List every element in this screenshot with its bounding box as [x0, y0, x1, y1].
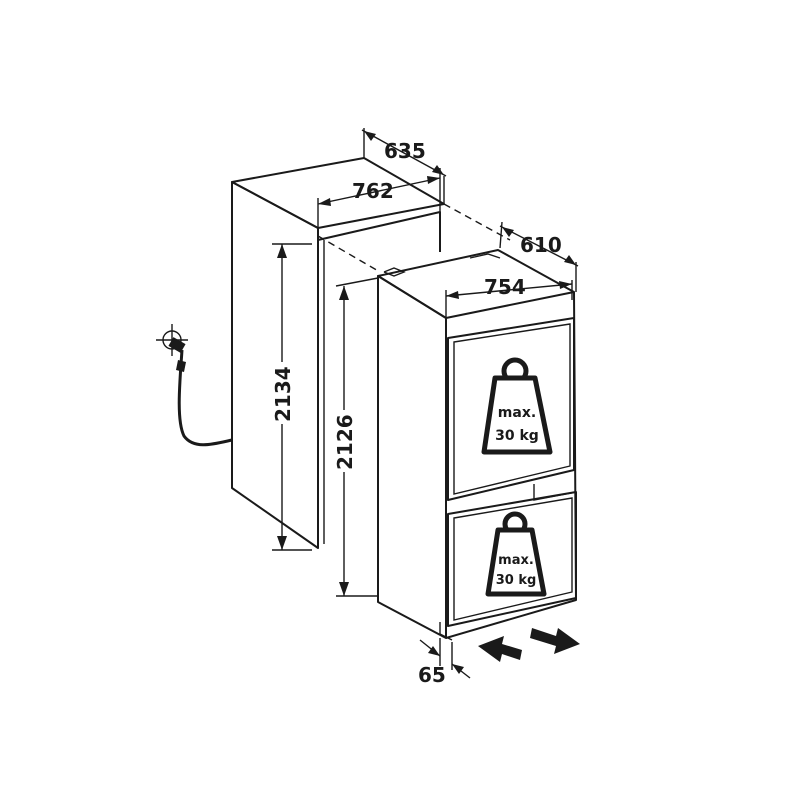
dim-label-754: 754: [484, 275, 526, 299]
upper-door-inner: [453, 323, 571, 495]
dim-label-2126: 2126: [333, 414, 357, 470]
dim-niche-width: 762: [317, 168, 441, 228]
niche-dash-1: [443, 203, 511, 241]
dim-niche-depth: 635: [361, 128, 447, 204]
lower-door-inner: [453, 497, 573, 621]
dim-appliance-depth: 610: [499, 221, 579, 292]
dim-appliance-width: 754: [445, 275, 573, 318]
dim-label-2134: 2134: [271, 366, 295, 422]
dim-label-762: 762: [352, 179, 394, 203]
water-tap-icon: [156, 324, 233, 447]
upper-weight-load: 30 kg: [495, 428, 539, 444]
weight-icon-lower: max. 30 kg: [485, 511, 547, 597]
dim-label-635: 635: [384, 139, 426, 163]
hinge-left: [383, 267, 406, 277]
plinth: [439, 622, 453, 641]
dim-door-offset: 65: [418, 638, 471, 687]
lower-door: [447, 491, 577, 627]
lower-weight-max: max.: [498, 553, 534, 568]
appliance-top: [377, 249, 575, 319]
dim-label-610: 610: [520, 233, 562, 257]
arrow-in-icon: [478, 636, 522, 662]
upper-weight-max: max.: [498, 405, 536, 421]
weight-icon-upper: max. 30 kg: [481, 357, 553, 455]
upper-door: [447, 317, 575, 501]
niche-cabinet: [231, 157, 511, 549]
appliance-side: [377, 275, 447, 639]
appliance: [377, 249, 577, 641]
dim-appliance-height: 2126: [332, 277, 379, 597]
niche-dash-2: [317, 235, 381, 273]
lower-weight-load: 30 kg: [496, 573, 537, 588]
hinge-right: [469, 253, 501, 259]
dim-niche-height: 2134: [270, 243, 312, 551]
dim-label-65: 65: [418, 663, 446, 687]
arrow-out-icon: [530, 628, 580, 654]
niche-inner-top: [317, 211, 441, 252]
